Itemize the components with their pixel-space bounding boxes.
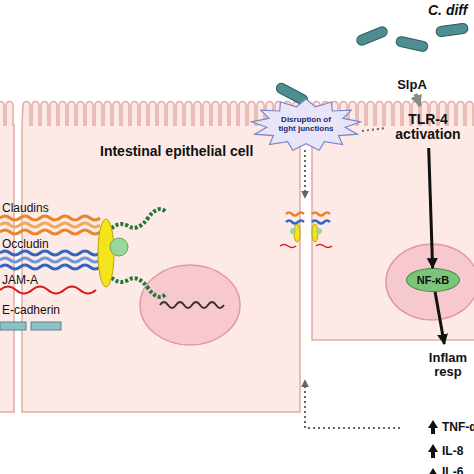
dotted-arrow bbox=[305, 380, 400, 428]
bacterium-body bbox=[435, 23, 468, 37]
nucleus bbox=[386, 244, 474, 320]
signal-arrow bbox=[415, 94, 420, 106]
increase-arrow bbox=[428, 444, 438, 458]
cytokine-label: IL-6 bbox=[442, 466, 463, 474]
starburst-shape bbox=[251, 99, 360, 150]
node-text: TLR-4 activation bbox=[387, 112, 469, 143]
claudin-strand bbox=[0, 230, 100, 234]
adaptor-protein bbox=[316, 228, 322, 234]
node-text: Inflam resp bbox=[423, 351, 473, 380]
node-text: SlpA bbox=[397, 78, 427, 92]
zo-protein bbox=[108, 274, 166, 297]
dna-strand bbox=[160, 302, 224, 308]
occludin-strand bbox=[0, 258, 100, 262]
disruption-starburst: Disruption of tight junctions bbox=[250, 98, 362, 152]
e-cadherin-bar bbox=[0, 322, 26, 330]
bacterium bbox=[435, 23, 468, 37]
dotted-arrow bbox=[304, 150, 306, 198]
bacterium bbox=[355, 25, 388, 46]
node-text: NF-κB bbox=[417, 274, 449, 286]
cytokine-label: IL-8 bbox=[442, 445, 463, 457]
adaptor-protein bbox=[110, 238, 128, 256]
response-label: Inflam resp bbox=[422, 344, 474, 386]
occludin-strand bbox=[0, 251, 100, 255]
protein-label: SlpA bbox=[390, 76, 434, 94]
signal-arrow bbox=[429, 148, 433, 268]
nucleus bbox=[140, 265, 240, 345]
occludin-strand bbox=[312, 221, 330, 224]
claudin-strand bbox=[286, 213, 304, 216]
protein-label: Claudins bbox=[2, 202, 49, 214]
claudin-strand bbox=[312, 213, 330, 216]
protein-label: E-cadherin bbox=[2, 304, 60, 316]
occludin-strand bbox=[0, 265, 100, 269]
dotted-line bbox=[362, 128, 386, 131]
claudin-strand bbox=[0, 223, 100, 227]
claudin-strand bbox=[0, 216, 100, 220]
increase-arrow bbox=[428, 468, 438, 474]
transcription-factor: NF-κB bbox=[406, 268, 460, 292]
jam-a-strand bbox=[280, 245, 296, 248]
cytokine-label: TNF-α bbox=[442, 421, 474, 433]
adaptor-protein bbox=[290, 228, 296, 234]
bacterium-body bbox=[395, 36, 428, 52]
node-text: Disruption of tight junctions bbox=[275, 116, 337, 134]
zo-protein bbox=[108, 209, 166, 232]
e-cadherin-bar bbox=[31, 322, 61, 330]
bacterium-body bbox=[355, 25, 388, 46]
occludin-strand bbox=[286, 221, 304, 224]
cell-title: Intestinal epithelial cell bbox=[100, 144, 253, 158]
scaffold-protein bbox=[98, 219, 114, 287]
protein-label: JAM-A bbox=[2, 274, 38, 286]
protein-label: Occludin bbox=[2, 238, 49, 250]
cell-group bbox=[0, 102, 474, 413]
signal-arrow bbox=[435, 292, 444, 344]
jam-a-strand bbox=[0, 287, 96, 294]
organism-name: C. diff bbox=[428, 3, 467, 17]
jam-a-strand bbox=[316, 245, 332, 248]
bacterium bbox=[395, 36, 428, 52]
increase-arrow bbox=[428, 420, 438, 434]
process-label: TLR-4 activation bbox=[384, 106, 472, 148]
